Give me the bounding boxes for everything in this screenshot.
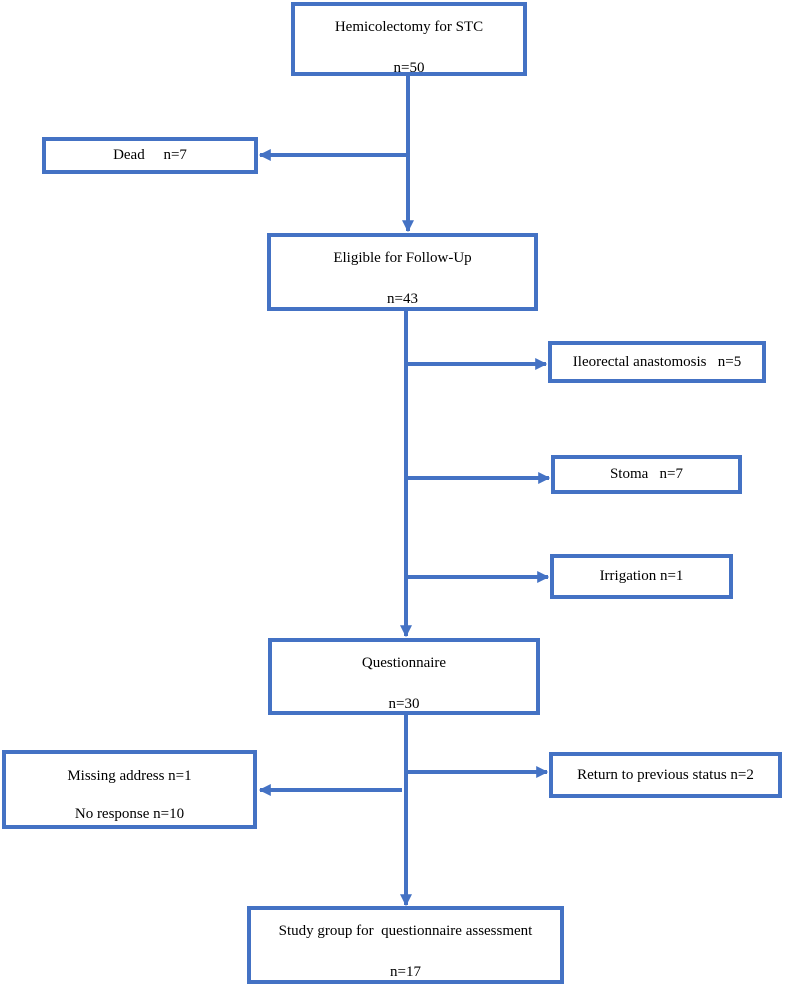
node-study-group: Study group for questionnaire assessment… — [247, 906, 564, 984]
node-ileorectal: Ileorectal anastomosis n=5 — [548, 341, 766, 383]
node-eligible: Eligible for Follow-Up n=43 — [267, 233, 538, 311]
node-no-response: No response n=10 — [74, 806, 185, 822]
node-questionnaire-count: n=30 — [388, 696, 420, 712]
node-study-group-count: n=17 — [390, 964, 421, 980]
node-irrigation: Irrigation n=1 — [550, 554, 733, 599]
node-eligible-count: n=43 — [387, 291, 418, 307]
node-hemicolectomy-count: n=50 — [393, 60, 425, 76]
node-missing-no-response: Missing address n=1 No response n=10 — [2, 750, 257, 829]
node-questionnaire-title: Questionnaire — [361, 655, 447, 671]
node-study-group-title: Study group for questionnaire assessment — [278, 923, 533, 939]
node-irrigation-label: Irrigation n=1 — [599, 568, 684, 584]
node-hemicolectomy: Hemicolectomy for STC n=50 — [291, 2, 527, 76]
node-stoma: Stoma n=7 — [551, 455, 742, 494]
node-dead: Dead n=7 — [42, 137, 258, 174]
node-hemicolectomy-title: Hemicolectomy for STC — [334, 19, 484, 35]
node-dead-label: Dead n=7 — [113, 147, 187, 163]
node-eligible-title: Eligible for Follow-Up — [333, 250, 472, 266]
node-questionnaire: Questionnaire n=30 — [268, 638, 540, 715]
node-ileorectal-label: Ileorectal anastomosis n=5 — [572, 353, 742, 370]
node-stoma-label: Stoma n=7 — [609, 466, 684, 482]
node-return: Return to previous status n=2 — [549, 752, 782, 798]
node-missing-address: Missing address n=1 — [67, 768, 192, 784]
node-return-label: Return to previous status n=2 — [577, 766, 754, 783]
